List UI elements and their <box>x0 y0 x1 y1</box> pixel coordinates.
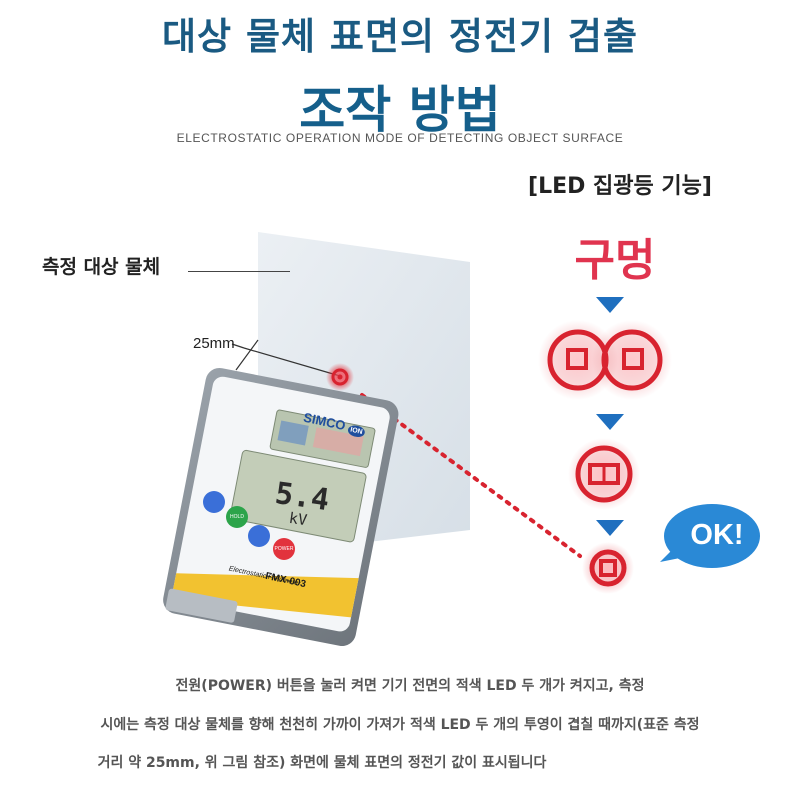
description-line-3: 거리 약 25mm, 위 그림 참조) 화면에 물체 표면의 정전기 값이 표시… <box>97 755 547 771</box>
ok-speech-bubble <box>660 504 760 568</box>
page-subtitle-korean: 조작 방법 <box>299 81 501 139</box>
meter-button-hold <box>226 506 248 528</box>
description-line-2: 시에는 측정 대상 물체를 향해 천천히 가까이 가져가 적색 LED 두 개의… <box>100 717 700 733</box>
page-subtitle-english: ELECTROSTATIC OPERATION MODE OF DETECTIN… <box>176 131 624 145</box>
meter-button-power <box>273 538 295 560</box>
hole-label: 구멍 <box>574 235 656 286</box>
target-object-label: 측정 대상 물체 <box>42 256 161 278</box>
led-stage-separated <box>538 320 672 400</box>
led-function-title: [LED 집광등 기능] <box>528 174 712 199</box>
fieldmeter-device <box>163 368 399 646</box>
target-object-leader-line <box>188 271 290 272</box>
distance-dimension <box>231 339 341 377</box>
arrow-down-1 <box>596 297 624 313</box>
meter-button-hold-label: HOLD <box>230 514 244 520</box>
meter-button-3 <box>248 525 270 547</box>
meter-reading-unit: kV <box>287 508 309 530</box>
led-stage-overlapping <box>568 438 640 510</box>
page-title: 대상 물체 표면의 정전기 검출 <box>161 15 638 58</box>
description-line-1: 전원(POWER) 버튼을 눌러 켜면 기기 전면의 적색 LED 두 개가 켜… <box>175 678 645 694</box>
led-stage-aligned <box>582 542 634 594</box>
meter-buttons <box>203 491 295 560</box>
ok-label: OK! <box>690 519 744 551</box>
arrow-down-3 <box>596 520 624 536</box>
distance-label: 25mm <box>193 335 235 352</box>
meter-button-power-label: POWER <box>274 546 294 552</box>
arrow-down-2 <box>596 414 624 430</box>
meter-button-1 <box>203 491 225 513</box>
